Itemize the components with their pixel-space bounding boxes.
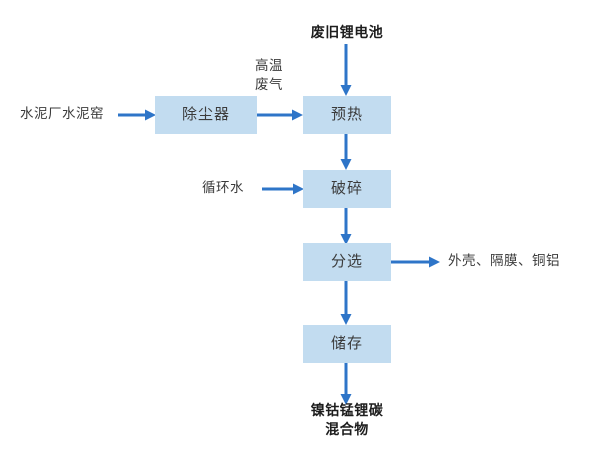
connector-crush-to-sort [340, 208, 354, 247]
connector-dust-collector-to-preheat [257, 108, 305, 122]
connector-sort-to-storage [340, 281, 354, 327]
annotation-hot-gas-line2: 废气 [255, 77, 283, 92]
connector-battery-to-preheat [340, 44, 354, 98]
process-box-sort[interactable]: 分选 [303, 243, 391, 281]
connector-sort-to-byproduct [390, 255, 442, 269]
output-label-final-product-line2: 混合物 [325, 421, 369, 437]
connector-preheat-to-crush [340, 133, 354, 172]
process-box-storage[interactable]: 储存 [303, 325, 391, 363]
process-box-preheat[interactable]: 预热 [303, 96, 391, 134]
connector-water-to-crush [262, 182, 306, 196]
process-box-dust-collector[interactable]: 除尘器 [155, 96, 257, 134]
connector-kiln-to-dust-collector [118, 108, 158, 122]
process-box-crush[interactable]: 破碎 [303, 170, 391, 208]
output-label-final-product-line1: 镍钴锰锂碳 [310, 402, 384, 418]
input-label-waste-battery: 废旧锂电池 [310, 24, 384, 40]
input-label-cement-kiln: 水泥厂水泥窑 [20, 106, 104, 121]
input-label-circulating-water: 循环水 [202, 180, 244, 195]
annotation-hot-gas-line1: 高温 [255, 58, 283, 73]
output-label-sort-byproducts: 外壳、隔膜、铜铝 [448, 253, 560, 268]
connector-storage-to-product [340, 362, 354, 407]
